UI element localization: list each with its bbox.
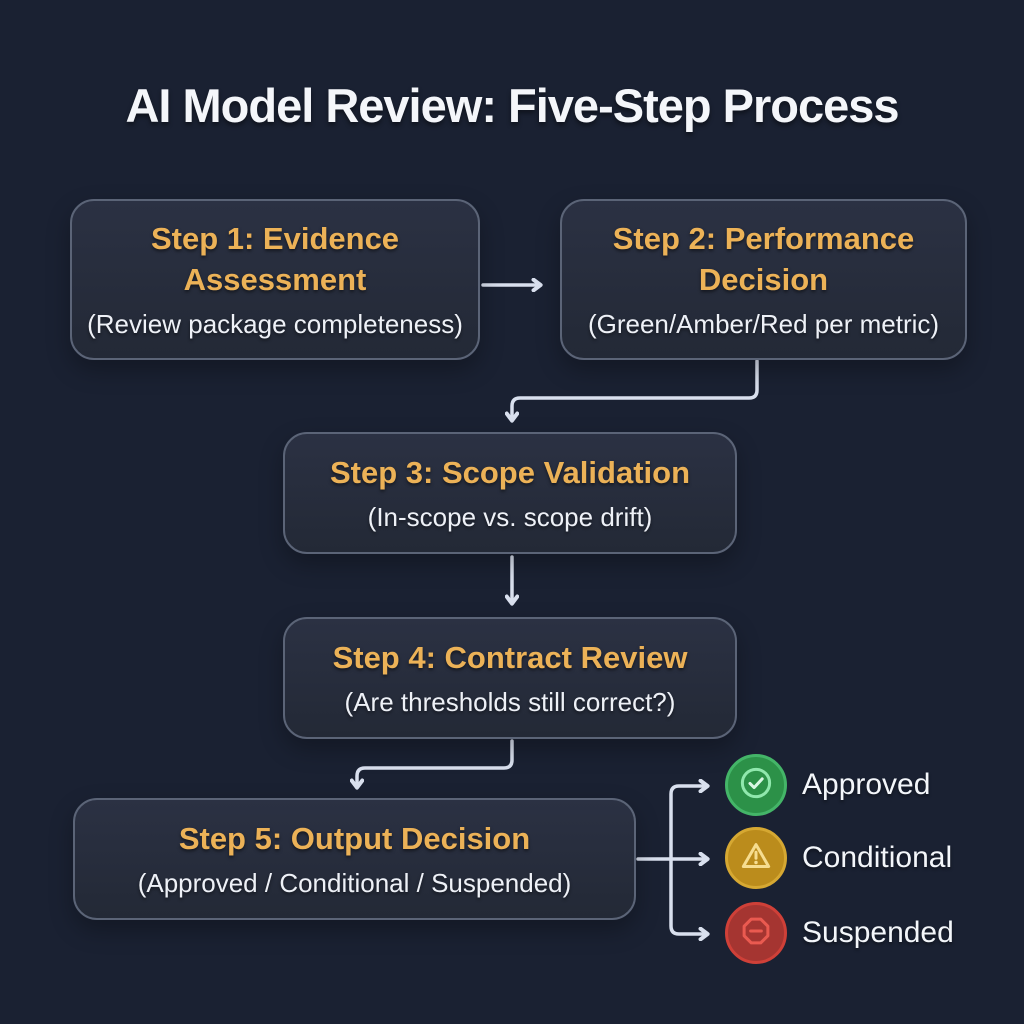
outcome-conditional: Conditional [725,827,952,889]
suspended-badge [725,902,787,964]
step-box-contract-review: Step 4: Contract Review (Are thresholds … [283,617,737,739]
stop-octagon-icon [737,912,775,955]
page-title: AI Model Review: Five-Step Process [125,79,899,132]
outcome-suspended: Suspended [725,902,954,964]
step-box-output-decision: Step 5: Output Decision (Approved / Cond… [73,798,636,920]
step-heading: Step 5: Output Decision [178,820,531,856]
outcome-label: Conditional [802,841,953,874]
arrow-step5-to-approved [669,786,707,861]
outcome-label: Suspended [802,916,954,949]
outcome-label: Approved [802,768,931,801]
step-subtext: (In-scope vs. scope drift) [367,501,653,532]
step-heading: Step 3: Scope Validation [329,454,691,490]
arrow-step2-to-step3 [512,359,759,420]
step-subtext: (Approved / Conditional / Suspended) [137,867,572,898]
step-box-scope-validation: Step 3: Scope Validation (In-scope vs. s… [283,432,737,554]
outcome-approved: Approved [725,754,930,816]
step-subtext: (Review package completeness) [87,308,463,339]
step-heading: Step 1: Evidence Assessment [150,221,400,297]
approved-badge [725,754,787,816]
arrow-step4-to-step5 [357,739,514,787]
step-box-evidence-assessment: Step 1: Evidence Assessment (Review pack… [70,199,480,360]
step-box-performance-decision: Step 2: Performance Decision (Green/Ambe… [560,199,967,360]
step-heading: Step 4: Contract Review [332,639,688,675]
check-circle-icon [737,764,775,807]
step-heading: Step 2: Performance Decision [612,221,915,297]
warning-triangle-icon [737,837,775,880]
conditional-badge [725,827,787,889]
step-subtext: (Are thresholds still correct?) [344,686,676,717]
arrow-step5-to-suspended [669,857,707,934]
step-subtext: (Green/Amber/Red per metric) [587,308,940,339]
